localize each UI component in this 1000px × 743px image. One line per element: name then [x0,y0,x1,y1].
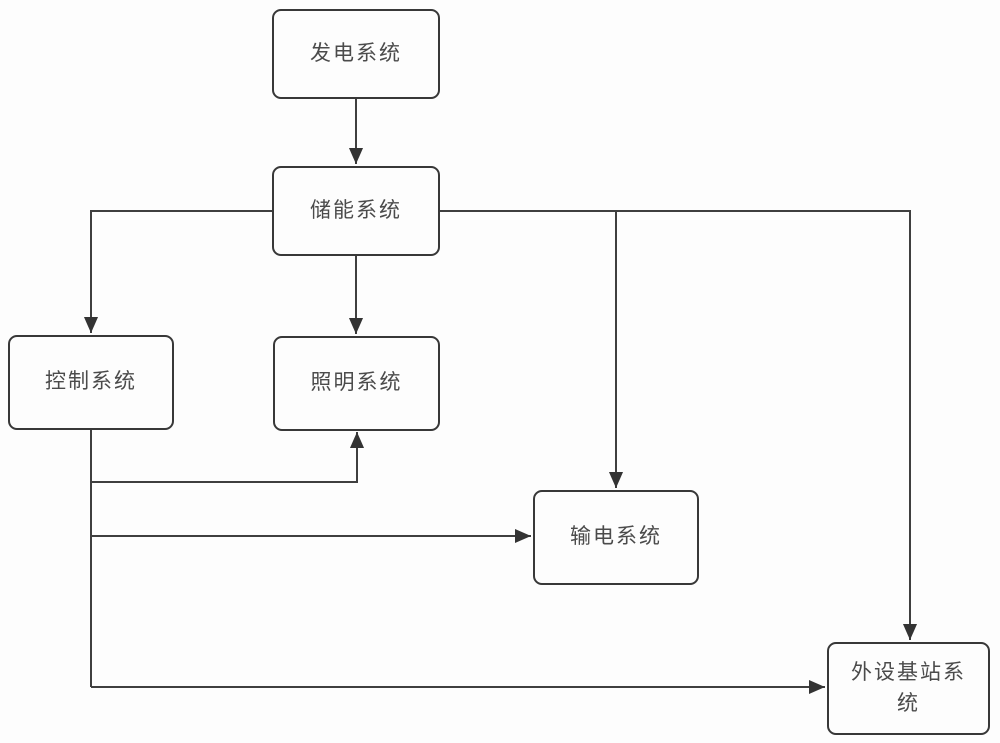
node-transmission: 输电系统 [533,490,699,585]
node-lighting-label: 照明系统 [310,371,403,395]
edge-control-to-lighting [91,432,365,483]
node-control: 控制系统 [8,335,174,430]
node-storage-label: 储能系统 [310,198,402,222]
node-generation: 发电系统 [272,9,440,99]
node-transmission-label: 输电系统 [570,525,662,549]
edge-storage-to-control [83,210,272,333]
node-lighting: 照明系统 [273,336,440,431]
node-storage: 储能系统 [272,166,440,256]
node-control-label: 控制系统 [45,370,137,394]
edge-storage-to-transmission [440,210,624,488]
node-generation-label: 发电系统 [310,41,402,65]
node-peripheral-base-label: 外设基站系统 [851,661,966,715]
node-peripheral-base: 外设基站系统 [827,642,990,735]
edge-storage-to-peripheral-base [440,210,918,640]
